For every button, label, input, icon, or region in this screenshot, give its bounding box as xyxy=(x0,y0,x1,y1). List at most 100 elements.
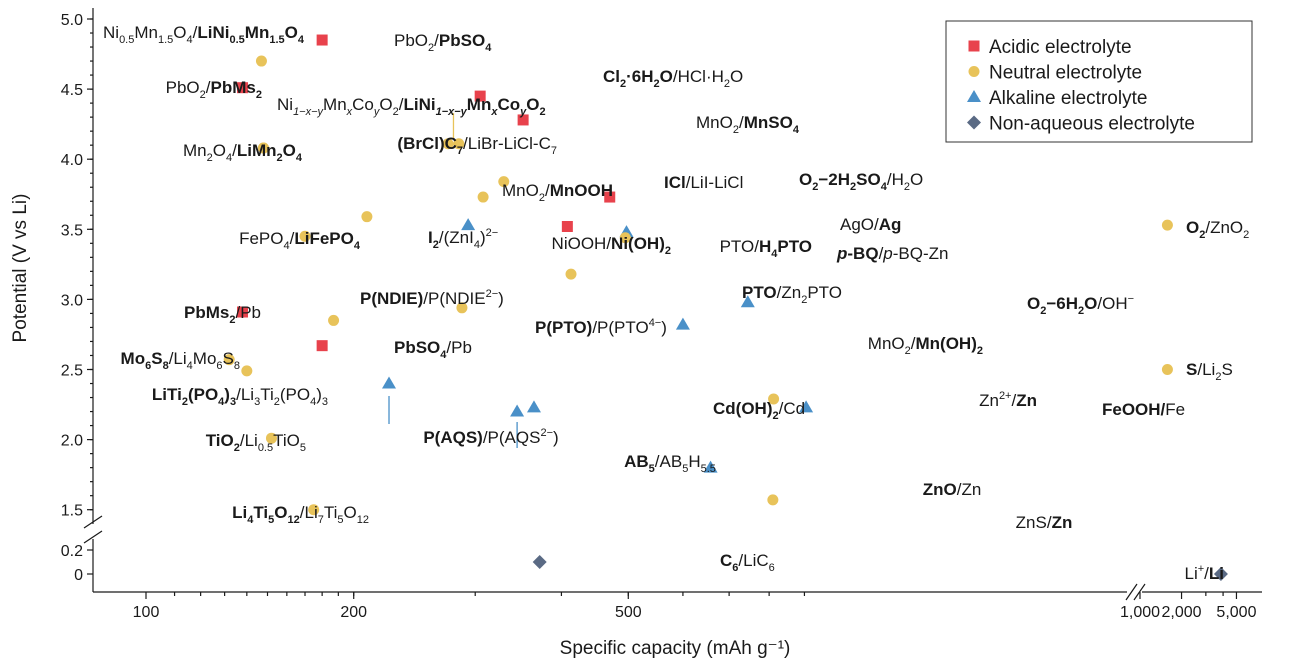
point-label-mn2o4: Mn2O4/LiMn2O4 xyxy=(183,141,303,164)
point-label-pbso4pb: PbSO4/Pb xyxy=(394,338,472,361)
data-point-ab5 xyxy=(510,404,525,417)
data-point-pbq xyxy=(619,232,631,244)
y-tick-label: 2.5 xyxy=(61,363,83,380)
point-label-znszn: ZnS/Zn xyxy=(1016,513,1073,532)
y-tick-label: 3.0 xyxy=(61,292,83,309)
data-point-fepo4 xyxy=(299,230,311,242)
point-label-c6: C6/LiC6 xyxy=(720,551,775,574)
data-point-zn2zn xyxy=(768,393,780,405)
point-label-mo6s8: Mo6S8/Li4Mo6S8 xyxy=(121,349,240,372)
data-point-feooh xyxy=(799,400,814,413)
point-label-nmc: Ni1−x−yMnxCoyO2/LiNi1−x−yMnxCoyO2 xyxy=(277,95,546,118)
data-point-pbso4pb xyxy=(316,340,328,352)
point-label-pbms2pb: PbMs2/Pb xyxy=(184,303,261,326)
data-point-nmo xyxy=(255,55,267,67)
legend-marker-alkaline xyxy=(967,90,981,102)
data-point-s xyxy=(1161,364,1173,375)
y-tick-label: 1.5 xyxy=(61,503,83,520)
connectors xyxy=(388,113,518,448)
data-point-tio2 xyxy=(265,432,277,444)
point-label-li: Li+/Li xyxy=(1184,563,1224,583)
data-point-mn2o4 xyxy=(257,142,269,154)
point-label-pndie: P(NDIE)/P(NDIE2−) xyxy=(360,288,504,308)
point-label-znozn: ZnO/Zn xyxy=(923,480,982,499)
point-labels: Ni0.5Mn1.5O4/LiNi0.5Mn1.5O4 PbO2/PbSO4PbO… xyxy=(103,23,1249,583)
data-point-liti2 xyxy=(241,365,253,377)
point-label-icl: ICl/LiI-LiCl xyxy=(664,173,743,192)
data-point-h4pto xyxy=(561,220,573,232)
y-axis-title: Potential (V vs Li) xyxy=(10,194,31,343)
legend-box xyxy=(945,20,1253,143)
data-point-c6 xyxy=(532,555,547,569)
data-point-o26h2o xyxy=(740,295,755,308)
point-label-ppto: P(PTO)/P(PTO4−) xyxy=(535,317,667,337)
y-tick-label: 0 xyxy=(74,567,83,584)
point-label-li4ti5o12: Li4Ti5O12/Li7Ti5O12 xyxy=(232,503,369,526)
point-label-i2: I2/(ZnI4)2− xyxy=(428,227,498,251)
point-label-liti2: LiTi2(PO4)3/Li3Ti2(PO4)3 xyxy=(152,385,328,408)
data-points xyxy=(223,34,1228,581)
point-label-mno2mnso4: MnO2/MnSO4 xyxy=(696,113,800,136)
data-point-pbo2pbso4 xyxy=(316,34,328,46)
y-axis-break xyxy=(83,515,103,544)
point-label-ab5: AB5/AB5H5.5 xyxy=(624,452,716,475)
y-tick-label: 0.2 xyxy=(61,543,83,560)
x-tick-label: 2,000 xyxy=(1162,604,1202,621)
point-label-tio2: TiO2/Li0.5TiO5 xyxy=(206,431,306,454)
data-point-pndie xyxy=(328,314,340,326)
data-point-mo6s8 xyxy=(223,354,235,366)
data-point-mnoh2 xyxy=(675,317,690,330)
point-label-brcl1: (BrCl)C7/LiBr-LiCl-C7 xyxy=(397,134,557,157)
data-point-li xyxy=(1213,567,1228,581)
y-tick-label: 4.5 xyxy=(61,82,83,99)
legend-marker-neutral xyxy=(968,66,980,77)
point-label-pbo2pbso4: PbO2/PbSO4 xyxy=(394,31,492,54)
data-point-cl2 xyxy=(474,90,486,102)
legend-label-nonaqueous: Non-aqueous electrolyte xyxy=(989,114,1195,135)
x-tick-label: 100 xyxy=(133,604,160,621)
data-point-nioh2 xyxy=(461,218,476,231)
point-label-ptozn: PTO/Zn2PTO xyxy=(742,283,842,306)
data-point-ppto xyxy=(456,302,468,314)
data-point-znszn xyxy=(767,494,779,506)
legend-label-acidic: Acidic electrolyte xyxy=(989,37,1132,58)
y-tick-label: 2.0 xyxy=(61,433,83,450)
data-point-paqs xyxy=(382,376,397,389)
legend-label-neutral: Neutral electrolyte xyxy=(989,63,1142,84)
y-tick-label: 4.0 xyxy=(61,152,83,169)
point-label-zn2zn: Zn2+/Zn xyxy=(979,390,1037,410)
data-point-o2zno2 xyxy=(1161,219,1173,231)
point-label-nmo: Ni0.5Mn1.5O4/LiNi0.5Mn1.5O4 xyxy=(103,23,305,46)
point-label-mnoh2: MnO2/Mn(OH)2 xyxy=(868,334,983,357)
data-point-cdoh2 xyxy=(526,400,541,413)
legend-marker-nonaqueous xyxy=(967,115,981,130)
point-label-o26h2o: O2−6H2O/OH− xyxy=(1027,293,1134,317)
point-label-cl2: Cl2·6H2O/HCl·H2O xyxy=(603,67,743,90)
data-point-pbo2pbms2 xyxy=(237,82,249,94)
x-tick-label: 1,000 xyxy=(1120,604,1160,621)
data-point-brcl2 xyxy=(453,138,465,150)
data-point-pbms2pb xyxy=(237,306,249,318)
y-tick-label: 3.5 xyxy=(61,222,83,239)
point-label-feooh: FeOOH/Fe xyxy=(1102,400,1185,419)
legend-label-alkaline: Alkaline electrolyte xyxy=(989,88,1147,109)
data-point-mno2mnso4 xyxy=(517,114,529,126)
point-label-agoag: AgO/Ag xyxy=(840,215,901,234)
point-label-paqs: P(AQS)/P(AQS2−) xyxy=(423,427,558,447)
point-label-o2h2so4: O2−2H2SO4/H2O xyxy=(799,170,923,193)
point-label-nioh2: NiOOH/Ni(OH)2 xyxy=(552,234,671,257)
y-tick-label: 5.0 xyxy=(61,12,83,29)
point-label-pbq: p-BQ/p-BQ-Zn xyxy=(836,244,949,263)
data-point-ptozn xyxy=(565,268,577,280)
data-point-o2h2so4 xyxy=(604,191,616,203)
data-point-li4ti5o12 xyxy=(308,504,320,516)
x-axis-title: Specific capacity (mAh g⁻¹) xyxy=(560,638,791,659)
point-label-fepo4: FePO4/LiFePO4 xyxy=(239,229,361,252)
point-label-pbo2pbms2: PbO2/PbMs2 xyxy=(166,78,262,101)
x-tick-label: 200 xyxy=(340,604,367,621)
point-label-s: S/Li2S xyxy=(1186,360,1233,383)
point-label-h4pto: PTO/H4PTO xyxy=(720,237,812,260)
